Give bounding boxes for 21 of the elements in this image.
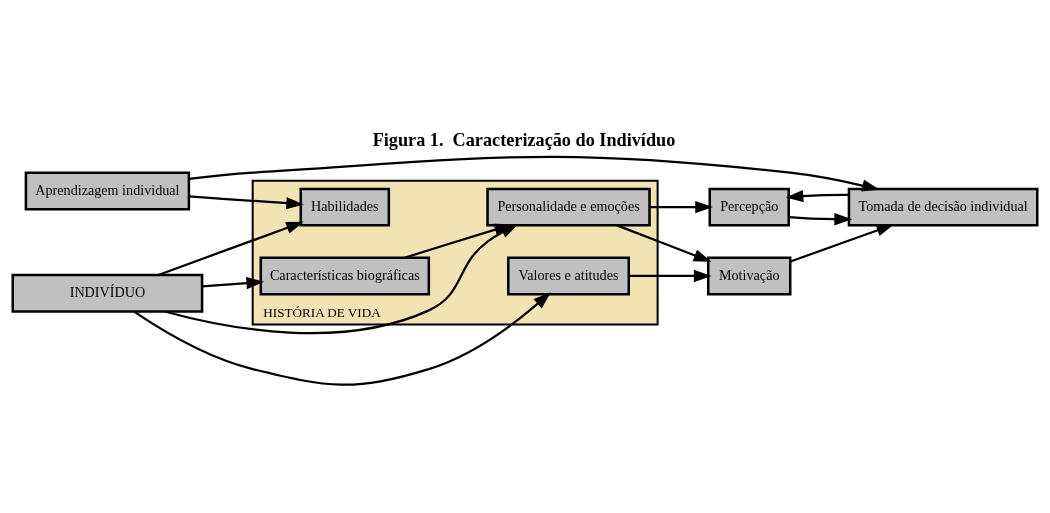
node-box: Tomada de decisão individual xyxy=(847,187,1039,227)
node-box: Características biográficas xyxy=(259,256,431,296)
node-box: Habilidades xyxy=(299,187,391,227)
arrow xyxy=(788,213,852,226)
node-box: Aprendizagem individual xyxy=(24,171,191,211)
arrow xyxy=(785,189,849,203)
arrow xyxy=(629,269,712,283)
arrow xyxy=(202,276,265,290)
arrow xyxy=(189,155,880,192)
node-box: Valores e atitudes xyxy=(507,256,631,296)
arrow xyxy=(189,195,304,210)
arrow xyxy=(616,224,712,262)
node-box: Motivação xyxy=(706,256,792,296)
node-box: Percepção xyxy=(708,187,790,227)
node-box: INDIVÍDUO xyxy=(11,273,204,313)
node-box: Personalidade e emoções xyxy=(486,187,651,227)
arrow xyxy=(790,224,895,263)
arrow xyxy=(157,221,304,276)
arrow xyxy=(133,292,551,386)
diagram-title: Figura 1. Caracterização do Indivíduo xyxy=(372,129,676,150)
arrow xyxy=(649,200,713,214)
